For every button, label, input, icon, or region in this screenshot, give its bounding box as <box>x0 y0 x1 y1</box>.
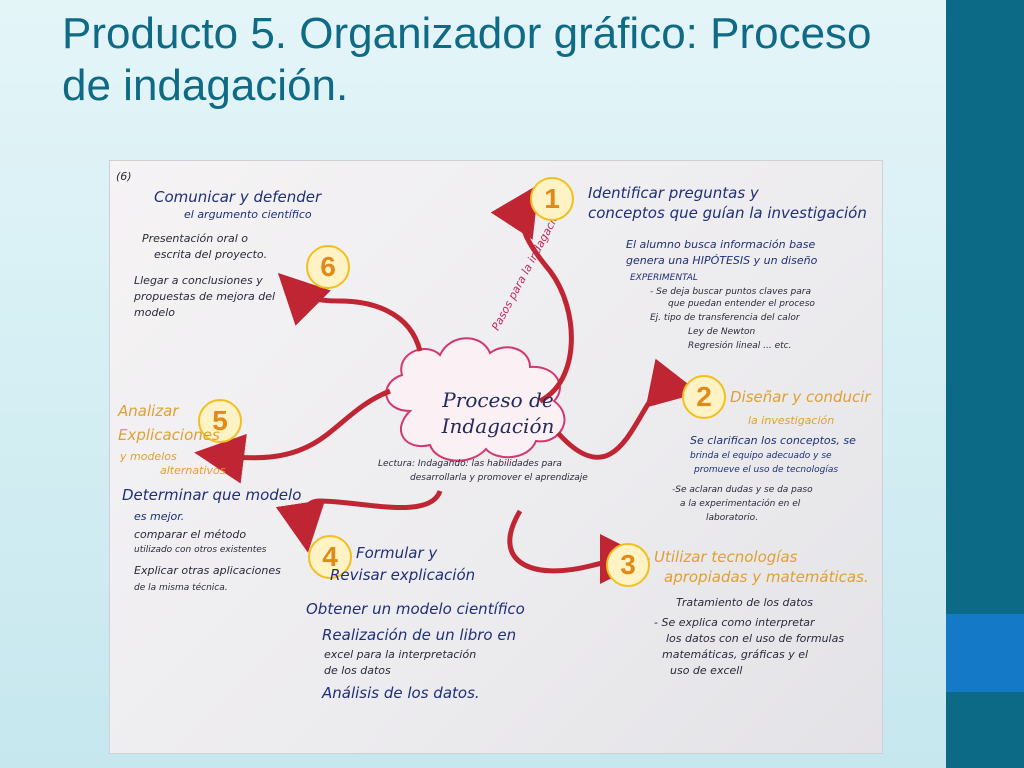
step-1-line-5: que puedan entender el proceso <box>668 299 815 309</box>
arrow-to-step-4 <box>275 489 443 553</box>
step-5-number: 5 <box>198 399 242 443</box>
step-5-line-1: Determinar que modelo <box>122 486 302 504</box>
step-5-line-6: de la misma técnica. <box>134 583 228 593</box>
center-line-1: Proceso de <box>442 388 554 412</box>
arrow-to-step-6 <box>277 272 423 352</box>
step-6-number: 6 <box>306 245 350 289</box>
step-1-title-1: Identificar preguntas y <box>588 184 759 202</box>
step-2-line-1: Se clarifican los conceptos, se <box>690 434 856 447</box>
step-1-line-1: El alumno busca información base <box>626 238 816 251</box>
step-5-title-2: Explicaciones <box>118 426 220 444</box>
step-1-line-8: Regresión lineal ... etc. <box>688 341 792 351</box>
step-3-line-4: matemáticas, gráficas y el <box>662 648 809 661</box>
step-2-line-2: brinda el equipo adecuado y se <box>690 451 832 461</box>
step-1-line-4: - Se deja buscar puntos claves para <box>650 287 812 297</box>
step-3-line-2: - Se explica como interpretar <box>654 616 815 629</box>
step-5-title-1: Analizar <box>118 402 179 420</box>
center-note-line-1: Lectura: Indagando: las habilidades para <box>378 459 562 469</box>
step-6-line-4: propuestas de mejora del <box>134 290 276 303</box>
arrow-to-step-5 <box>194 388 391 484</box>
step-2-title-2: la investigación <box>748 414 835 427</box>
step-1-number: 1 <box>530 177 574 221</box>
step-3-title-1: Utilizar tecnologías <box>654 548 798 566</box>
step-3-line-5: uso de excell <box>670 664 743 677</box>
step-6-line-1: Presentación oral o <box>142 232 249 245</box>
step-4-number: 4 <box>308 535 352 579</box>
step-6-line-2: escrita del proyecto. <box>154 248 268 261</box>
cloud-outline <box>385 337 566 462</box>
step-2-line-4: -Se aclaran dudas y se da paso <box>672 485 813 495</box>
step-3-line-3: los datos con el uso de formulas <box>666 632 845 645</box>
arrow-to-step-1 <box>490 184 574 404</box>
step-5-line-5: Explicar otras aplicaciones <box>134 564 281 577</box>
step-1-title-2: conceptos que guían la investigación <box>588 204 867 222</box>
step-1-line-7: Ley de Newton <box>688 327 756 337</box>
center-concept: Proceso de Indagación <box>418 387 578 459</box>
center-line-2: Indagación <box>441 414 555 438</box>
step-1-line-2: genera una HIPÓTESIS y un diseño <box>626 254 818 267</box>
step-2-line-3: promueve el uso de tecnologías <box>694 465 839 475</box>
step-4-title-1: Formular y <box>356 544 438 562</box>
arrows-layer <box>194 184 700 585</box>
step-5-line-3: comparar el método <box>134 528 247 541</box>
step-6-line-5: modelo <box>134 306 175 319</box>
step-5-line-4: utilizado con otros existentes <box>134 545 267 555</box>
step-4-line-3: excel para la interpretación <box>324 648 477 661</box>
step-4-title-2: Revisar explicación <box>330 566 476 584</box>
arrow-to-step-2 <box>556 358 700 460</box>
step-6-line-3: Llegar a conclusiones y <box>134 274 263 287</box>
step-4-line-4: de los datos <box>324 664 391 677</box>
step-1-line-3: EXPERIMENTAL <box>630 273 698 283</box>
sidebar-accent-block <box>946 614 1024 692</box>
center-note-line-2: desarrollarla y promover el aprendizaje <box>410 473 588 483</box>
step-5-title-4: alternativos <box>160 464 226 477</box>
step-2-line-6: laboratorio. <box>706 513 759 523</box>
step-6-title-1: Comunicar y defender <box>154 188 322 206</box>
step-5-line-2: es mejor. <box>134 510 185 523</box>
step-3-number: 3 <box>606 543 650 587</box>
step-3-line-1: Tratamiento de los datos <box>676 596 813 609</box>
page-mark: (6) <box>116 170 132 183</box>
poster-photo: (6) Proceso de Indagación Pasos para la … <box>110 161 882 753</box>
step-4-line-2: Realización de un libro en <box>322 626 517 644</box>
step-4-line-5: Análisis de los datos. <box>322 684 480 702</box>
step-3-title-2: apropiadas y matemáticas. <box>664 568 869 586</box>
step-1-line-6: Ej. tipo de transferencia del calor <box>650 313 800 323</box>
slide-title: Producto 5. Organizador gráfico: Proceso… <box>62 9 872 110</box>
step-4-line-1: Obtener un modelo científico <box>306 600 525 618</box>
step-6-title-2: el argumento científico <box>184 208 312 221</box>
step-2-title-1: Diseñar y conducir <box>730 388 871 406</box>
step-2-number: 2 <box>682 375 726 419</box>
step-5-title-3: y modelos <box>120 450 177 463</box>
step-2-line-5: a la experimentación en el <box>680 499 801 509</box>
